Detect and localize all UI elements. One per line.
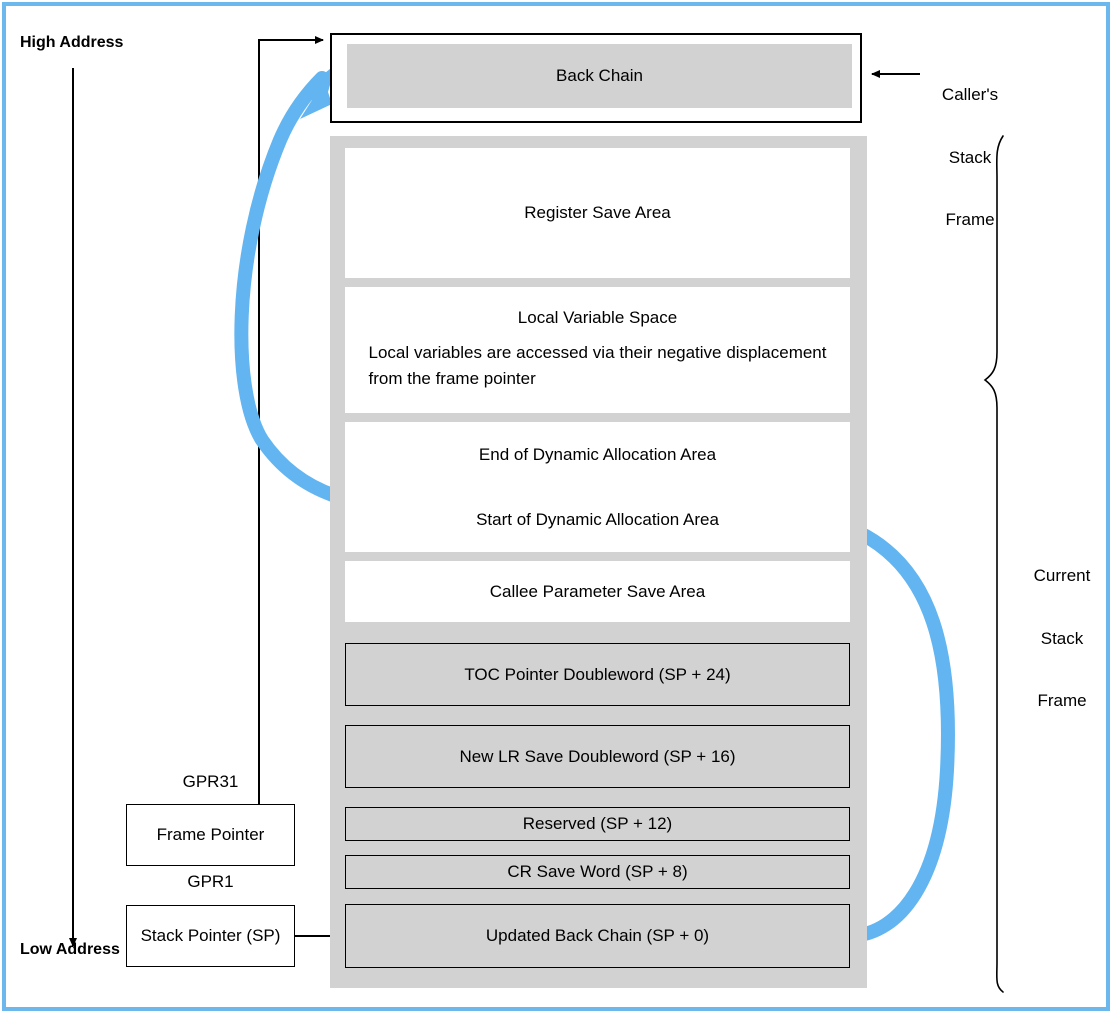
slot-local-variable-space: Local Variable Space Local variables are… xyxy=(345,287,850,413)
slot-new-lr-save-doubleword: New LR Save Doubleword (SP + 16) xyxy=(345,725,850,788)
slot-back-chain-label: Back Chain xyxy=(556,66,643,85)
stack-pointer-label: Stack Pointer (SP) xyxy=(140,926,281,945)
high-address-label: High Address xyxy=(20,34,124,51)
callers-stack-frame-box: Back Chain xyxy=(330,33,862,123)
slot-local-variable-space-heading: Local Variable Space xyxy=(517,307,678,327)
slot-callee-parameter-save-area-label: Callee Parameter Save Area xyxy=(489,581,706,601)
slot-reserved-label: Reserved (SP + 12) xyxy=(522,814,673,833)
current-frame-brace xyxy=(983,135,1004,993)
slot-dynamic-allocation-area: End of Dynamic Allocation Area Start of … xyxy=(345,422,850,552)
current-stack-frame-box: Register Save Area Local Variable Space … xyxy=(330,136,867,988)
slot-cr-save-word-label: CR Save Word (SP + 8) xyxy=(507,862,688,881)
slot-updated-back-chain-label: Updated Back Chain (SP + 0) xyxy=(485,926,710,945)
frame-pointer-box: Frame Pointer xyxy=(126,804,295,866)
current-frame-line-1: Current xyxy=(1033,566,1091,586)
slot-dynamic-allocation-start-label: Start of Dynamic Allocation Area xyxy=(476,509,719,529)
low-address-label: Low Address xyxy=(20,941,120,958)
frame-pointer-label: Frame Pointer xyxy=(156,825,265,844)
slot-register-save-area: Register Save Area xyxy=(345,148,850,278)
callers-frame-line-3: Frame xyxy=(945,209,995,229)
stack-pointer-box: Stack Pointer (SP) xyxy=(126,905,295,967)
callers-stack-frame-label: Caller's Stack Frame xyxy=(915,44,1025,272)
slot-reserved: Reserved (SP + 12) xyxy=(345,807,850,841)
slot-cr-save-word: CR Save Word (SP + 8) xyxy=(345,855,850,889)
slot-toc-pointer-doubleword-label: TOC Pointer Doubleword (SP + 24) xyxy=(464,664,731,684)
current-frame-line-2: Stack xyxy=(1040,628,1084,648)
slot-register-save-area-label: Register Save Area xyxy=(524,203,671,222)
slot-local-variable-space-body: Local variables are accessed via their n… xyxy=(368,342,827,388)
gpr1-label: GPR1 xyxy=(187,872,234,891)
slot-dynamic-allocation-end-label: End of Dynamic Allocation Area xyxy=(478,444,717,464)
current-frame-line-3: Frame xyxy=(1037,690,1087,710)
slot-new-lr-save-doubleword-label: New LR Save Doubleword (SP + 16) xyxy=(459,746,736,766)
frame-pointer-connector xyxy=(258,36,324,804)
current-stack-frame-label: Current Stack Frame xyxy=(1012,525,1112,753)
slot-back-chain: Back Chain xyxy=(347,44,852,108)
gpr31-label: GPR31 xyxy=(182,772,239,791)
callers-frame-line-2: Stack xyxy=(948,147,992,167)
slot-updated-back-chain: Updated Back Chain (SP + 0) xyxy=(345,904,850,968)
slot-toc-pointer-doubleword: TOC Pointer Doubleword (SP + 24) xyxy=(345,643,850,706)
callers-frame-line-1: Caller's xyxy=(941,85,999,105)
slot-callee-parameter-save-area: Callee Parameter Save Area xyxy=(345,561,850,622)
